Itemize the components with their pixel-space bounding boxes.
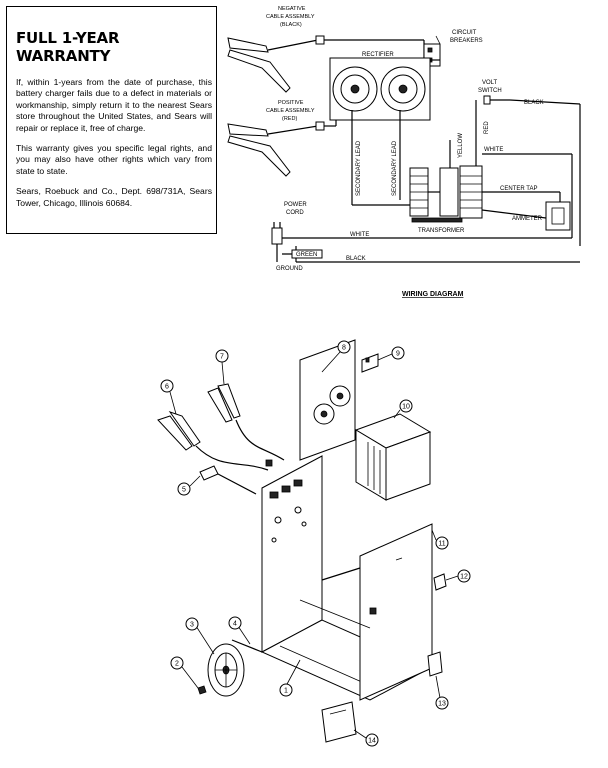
power-cord-plug	[271, 222, 283, 262]
center-tap-label: CENTER TAP	[500, 186, 537, 192]
svg-text:8: 8	[342, 345, 346, 352]
volt-switch-label-2: SWITCH	[478, 88, 502, 94]
svg-text:14: 14	[368, 738, 376, 745]
wiring-diagram-title: WIRING DIAGRAM	[402, 291, 464, 298]
callout-5: 5	[177, 482, 191, 496]
rectifier-plate	[299, 339, 356, 461]
neg-cable-label-1: NEGATIVE	[278, 6, 306, 12]
svg-text:3: 3	[190, 622, 194, 629]
negative-clamp	[227, 35, 325, 93]
grommet-part	[433, 573, 447, 591]
svg-text:5: 5	[182, 487, 186, 494]
volt-switch-label-1: VOLT	[482, 80, 498, 86]
clamp-red	[157, 411, 269, 471]
callout-9: 9	[391, 346, 405, 360]
warranty-paragraph-address: Sears, Roebuck and Co., Dept. 698/731A, …	[16, 186, 212, 208]
positive-clamp	[227, 121, 325, 177]
volt-switch	[483, 95, 510, 105]
power-cord-label-2: CORD	[286, 210, 304, 216]
foot-part	[321, 701, 357, 743]
callout-leaders	[169, 351, 459, 739]
transformer	[409, 165, 483, 223]
secondary-lead-label-2: SECONDARY LEAD	[392, 140, 398, 196]
svg-text:9: 9	[396, 351, 400, 358]
handle-clip-part	[427, 651, 443, 677]
red-wire-label: RED	[484, 121, 490, 134]
fuse-part	[199, 465, 257, 495]
ground-label: GROUND	[276, 266, 303, 272]
wiring-diagram: NEGATIVE CABLE ASSEMBLY (BLACK) CIRCUIT …	[227, 6, 581, 272]
black-wire-bottom-label: BLACK	[346, 256, 366, 262]
svg-text:6: 6	[165, 384, 169, 391]
pos-cable-label-1: POSITIVE	[278, 100, 304, 106]
svg-text:12: 12	[460, 574, 468, 581]
ammeter	[545, 201, 571, 231]
warranty-box: FULL 1-YEAR WARRANTY If, within 1-years …	[6, 6, 217, 234]
svg-text:2: 2	[175, 661, 179, 668]
svg-text:11: 11	[438, 541, 445, 548]
svg-text:10: 10	[402, 404, 410, 411]
clamp-black	[207, 383, 285, 467]
neg-cable-label-3: (BLACK)	[280, 22, 302, 28]
warranty-title: FULL 1-YEAR WARRANTY	[16, 29, 120, 65]
callout-13: 13	[435, 696, 449, 710]
svg-text:1: 1	[284, 688, 288, 695]
wheel	[207, 643, 245, 697]
svg-text:4: 4	[233, 621, 237, 628]
green-wire-label: GREEN	[296, 252, 317, 258]
warranty-paragraph-rights: This warranty gives you specific legal r…	[16, 143, 212, 176]
circuit-label-2: BREAKERS	[450, 38, 483, 44]
circuit-label-1: CIRCUIT	[452, 30, 477, 36]
callout-10: 10	[399, 399, 413, 413]
rectifier	[329, 57, 431, 121]
callout-11: 11	[435, 536, 449, 550]
power-cord-label-1: POWER	[284, 202, 307, 208]
front-panel	[261, 455, 323, 653]
callout-14: 14	[365, 733, 379, 747]
ammeter-label: AMMETER	[512, 216, 543, 222]
transformer-part	[354, 413, 432, 501]
neg-cable-label-2: CABLE ASSEMBLY	[266, 14, 315, 20]
secondary-lead-label-1: SECONDARY LEAD	[356, 140, 362, 196]
white-wire-right-label: WHITE	[484, 147, 503, 153]
warranty-paragraph-coverage: If, within 1-years from the date of purc…	[16, 77, 212, 133]
yellow-wire-label: YELLOW	[458, 133, 464, 158]
pos-cable-label-3: (RED)	[282, 116, 297, 122]
bracket-part	[361, 353, 379, 373]
callout-7: 7	[215, 349, 229, 363]
callout-3: 3	[185, 617, 199, 631]
callout-1: 1	[279, 683, 293, 697]
white-wire-bottom-label: WHITE	[350, 232, 369, 238]
pos-cable-label-2: CABLE ASSEMBLY	[266, 108, 315, 114]
black-wire-top-label: BLACK	[524, 100, 544, 106]
exploded-view	[157, 339, 447, 743]
svg-text:7: 7	[220, 354, 224, 361]
transformer-label: TRANSFORMER	[418, 228, 465, 234]
rectifier-label: RECTIFIER	[362, 52, 394, 58]
callout-12: 12	[457, 569, 471, 583]
callout-2: 2	[170, 656, 184, 670]
callout-4: 4	[228, 616, 242, 630]
callout-6: 6	[160, 379, 174, 393]
callout-8: 8	[337, 340, 351, 354]
svg-text:13: 13	[438, 701, 446, 708]
